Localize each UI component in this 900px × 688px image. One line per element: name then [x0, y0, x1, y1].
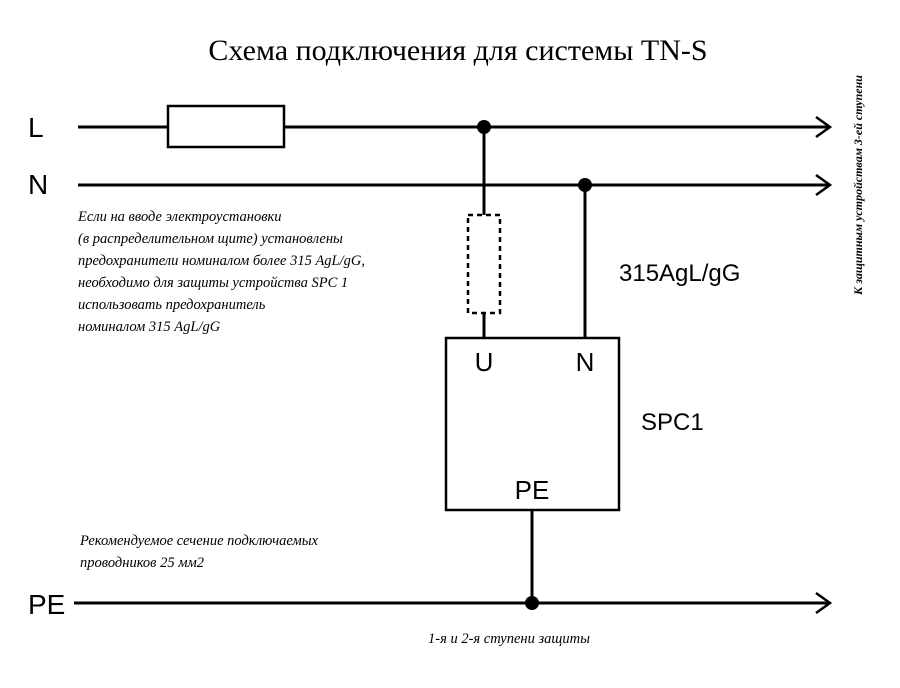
- fuse-note-line-6: номиналом 315 AgL/gG: [78, 319, 221, 335]
- stage-3-side-caption: К защитным устройствам 3-ей ступени: [851, 75, 865, 296]
- diagram-title: Схема подключения для системы TN-S: [208, 34, 707, 67]
- line-n-label: N: [28, 169, 48, 200]
- section-note-line-1: Рекомендуемое сечение подключаемых: [79, 533, 319, 549]
- protection-stages-caption: 1-я и 2-я ступени защиты: [428, 631, 590, 647]
- device-name-label: SPC1: [641, 409, 704, 436]
- line-l-label: L: [28, 112, 44, 143]
- terminal-pe-label: PE: [515, 475, 550, 505]
- line-n-arrow-icon: [815, 173, 833, 197]
- optional-fuse: [466, 213, 502, 315]
- main-fuse: [166, 104, 286, 149]
- line-pe-arrow-icon: [815, 591, 833, 615]
- spc1-device-box: [444, 336, 621, 512]
- fuse-note-line-3: предохранители номиналом более 315 AgL/g…: [78, 253, 365, 269]
- terminal-n-label: N: [576, 347, 595, 377]
- junction-l-dot: [477, 120, 491, 134]
- junction-pe-dot: [525, 596, 539, 610]
- line-l-arrow-icon: [815, 115, 833, 139]
- fuse-note-line-2: (в распределительном щите) установлены: [78, 231, 343, 247]
- fuse-note-line-1: Если на вводе электроустановки: [77, 209, 282, 225]
- section-note-line-2: проводников 25 мм2: [80, 555, 204, 571]
- terminal-u-label: U: [475, 347, 494, 377]
- fuse-rating-label: 315AgL/gG: [619, 260, 740, 287]
- line-pe-label: PE: [28, 589, 65, 620]
- fuse-note-line-5: использовать предохранитель: [78, 297, 266, 313]
- fuse-note-line-4: необходимо для защиты устройства SPC 1: [78, 275, 348, 291]
- junction-n-dot: [578, 178, 592, 192]
